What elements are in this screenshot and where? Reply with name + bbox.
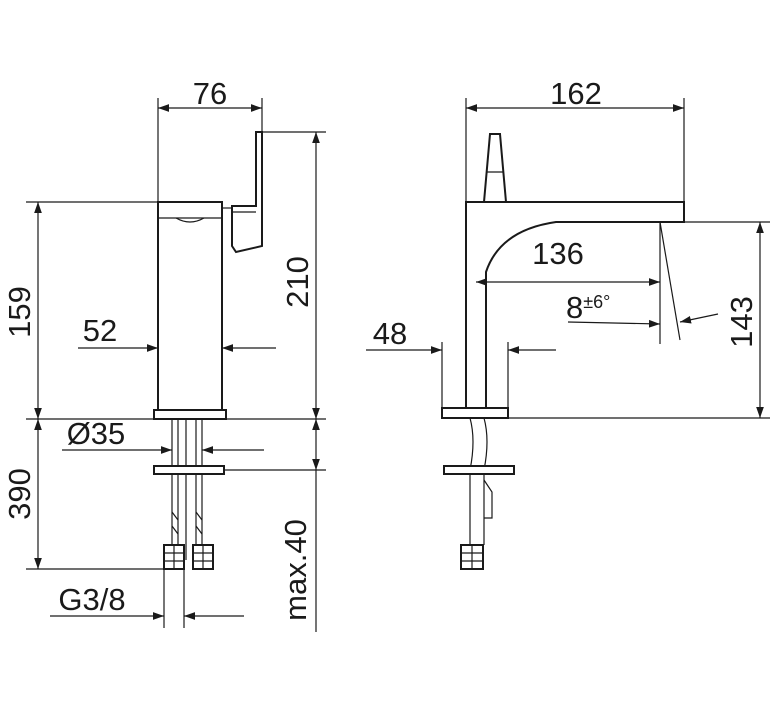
- dim-tilt-angle: 8±6°: [566, 221, 719, 344]
- tilt-angle-value: 8: [566, 290, 583, 325]
- dim-label-52: 52: [83, 313, 117, 348]
- tilt-tolerance: ±6°: [583, 292, 610, 312]
- dim-162: 162: [465, 76, 685, 202]
- dim-label-136: 136: [532, 236, 584, 271]
- front-faucet-body: [153, 131, 263, 420]
- side-shank-hoses: [443, 417, 515, 570]
- dim-label-390: 390: [2, 468, 37, 520]
- dim-52: 52: [78, 313, 276, 352]
- dim-label-diameter-35: Ø35: [67, 416, 126, 451]
- dim-diameter-35: Ø35: [62, 416, 264, 454]
- dim-76: 76: [157, 76, 263, 202]
- dim-143: 143: [508, 221, 770, 419]
- dim-label-76: 76: [193, 76, 227, 111]
- dim-210: 210: [226, 131, 326, 420]
- dim-label-48: 48: [373, 316, 407, 351]
- dim-label-thread: G3/8: [58, 582, 125, 617]
- dim-48: 48: [366, 316, 556, 408]
- dim-159: 159: [2, 201, 158, 420]
- dim-label-210: 210: [280, 256, 315, 308]
- dim-label-159: 159: [2, 286, 37, 338]
- dim-136: 136: [476, 236, 660, 286]
- front-shank-hoses: [153, 419, 225, 570]
- dim-390: 390: [2, 419, 164, 570]
- dim-label-max-40: max.40: [278, 519, 313, 621]
- dim-max-40: max.40: [224, 419, 326, 632]
- dim-label-162: 162: [550, 76, 602, 111]
- front-view: 76 210 159 52 Ø35: [2, 76, 326, 632]
- side-view: 162 136 8±6° 143 48: [366, 76, 770, 570]
- side-faucet-body: [441, 133, 685, 419]
- dim-thread: G3/8: [50, 569, 244, 628]
- dim-label-143: 143: [724, 296, 759, 348]
- dim-label-tilt: 8±6°: [566, 290, 610, 325]
